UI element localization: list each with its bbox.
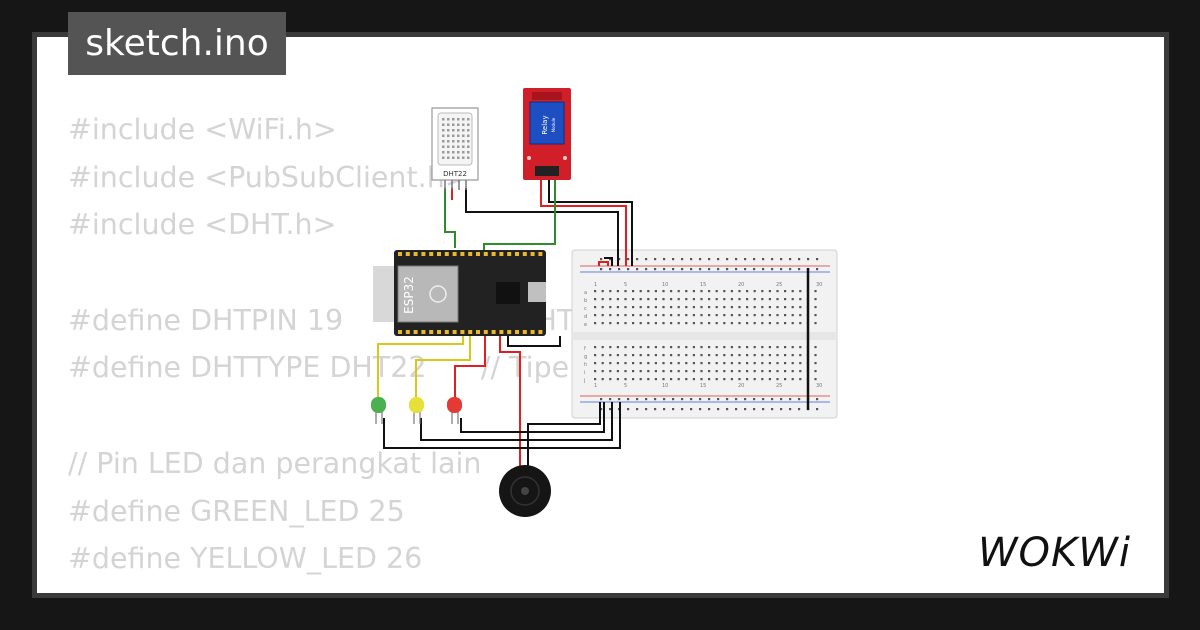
buzzer [499, 465, 551, 517]
dht22-label: DHT22 [443, 170, 467, 178]
code-line: #include <DHT.h> [68, 208, 337, 242]
red-led [447, 397, 462, 424]
breadboard-column-number: 15 [700, 282, 706, 288]
breadboard-column-number: 10 [662, 383, 668, 389]
file-tab[interactable]: sketch.ino [68, 12, 286, 75]
code-line: #define RED_LED 27 [68, 583, 639, 593]
esp32-label: ESP32 [402, 276, 416, 314]
wires [377, 178, 633, 470]
green-led [371, 397, 386, 424]
breadboard-row-letter: g [584, 354, 587, 360]
breadboard-column-number: 30 [816, 383, 822, 389]
breadboard-row-letter: d [584, 314, 587, 320]
code-line: // Pin LED dan perangkat lain [68, 446, 482, 480]
breadboard-column-number: 20 [738, 383, 744, 389]
code-line: #define YELLOW_LED 26 [68, 542, 423, 576]
breadboard-column-number: 5 [624, 282, 627, 288]
led-group [371, 397, 462, 424]
breadboard-column-number: 15 [700, 383, 706, 389]
breadboard-row-letter: f [584, 346, 586, 352]
relay-label: Relay [541, 115, 549, 134]
breadboard-row-letter: b [584, 298, 587, 304]
breadboard-row-letter: j [583, 378, 585, 384]
breadboard-column-number: 1 [594, 383, 597, 389]
dht22-sensor: DHT22 [431, 107, 479, 190]
breadboard-row-letter: e [584, 322, 587, 328]
breadboard-row-letter: a [584, 290, 587, 296]
breadboard-column-number: 25 [776, 383, 782, 389]
breadboard-column-number: 25 [776, 282, 782, 288]
breadboard-row-letter: c [584, 306, 587, 312]
yellow-led [409, 397, 424, 424]
code-line: #include <PubSubClient.h> [68, 160, 469, 194]
code-line: #include <WiFi.h> [68, 113, 337, 146]
wokwi-logo: WOKWi [978, 530, 1131, 576]
esp32-board: ESP32 [373, 250, 546, 336]
breadboard-row-letter: h [584, 362, 587, 368]
relay-module: Relay Module [523, 88, 571, 180]
breadboard-column-number: 30 [816, 282, 822, 288]
relay-sub-label: Module [551, 117, 556, 132]
breadboard-column-number: 5 [624, 383, 627, 389]
breadboard-column-number: 20 [738, 282, 744, 288]
svg-text:WOKWi: WOKWi [978, 530, 1131, 576]
breadboard-row-letter: i [584, 370, 585, 376]
breadboard-column-number: 10 [662, 282, 668, 288]
breadboard-column-number: 1 [594, 282, 597, 288]
code-line: #define GREEN_LED 25 [68, 494, 405, 528]
